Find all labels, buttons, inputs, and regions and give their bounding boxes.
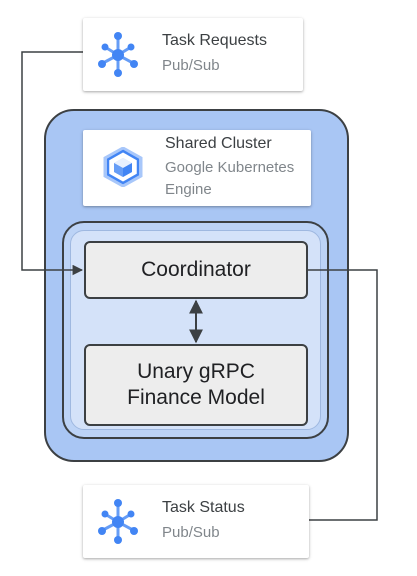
kubernetes-engine-icon (101, 146, 145, 188)
shared-cluster-subtitle-line1: Google Kubernetes (165, 159, 295, 176)
pubsub-icon (95, 497, 141, 545)
task-status-subtitle: Pub/Sub (162, 524, 220, 541)
shared-cluster-title: Shared Cluster (165, 135, 272, 152)
coordinator-to-status-line (308, 269, 378, 521)
pubsub-icon (95, 30, 141, 78)
finance-model-label-line1: Unary gRPC (137, 360, 255, 383)
task-status-title: Task Status (162, 499, 245, 516)
coordinator-label: Coordinator (141, 258, 251, 281)
finance-model-label-line2: Finance Model (127, 386, 265, 409)
shared-cluster-card: Shared Cluster Google Kubernetes Engine (83, 130, 311, 206)
task-requests-title: Task Requests (162, 32, 267, 49)
coordinator-node: Coordinator (84, 241, 308, 299)
requests-to-coordinator-line (21, 51, 84, 276)
task-status-card: Task Status Pub/Sub (83, 485, 309, 558)
shared-cluster-subtitle-line2: Engine (165, 181, 212, 198)
task-requests-card: Task Requests Pub/Sub (83, 18, 303, 91)
finance-model-node: Unary gRPC Finance Model (84, 344, 308, 426)
task-requests-subtitle: Pub/Sub (162, 57, 220, 74)
